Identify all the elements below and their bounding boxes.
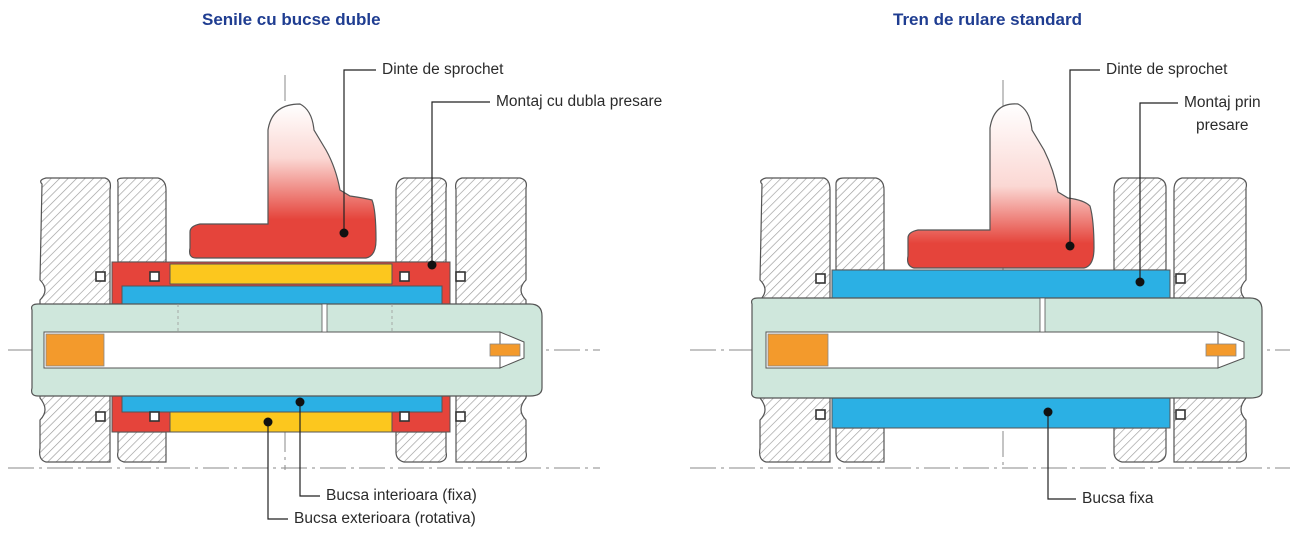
left-label-outer-bushing: Bucsa exterioara (rotativa) xyxy=(294,510,476,527)
right-inner-link-left-bottom xyxy=(835,427,885,463)
right-inner-link-left xyxy=(835,177,885,271)
left-leader-lines xyxy=(267,69,490,520)
left-inner-link-right xyxy=(395,177,447,263)
left-leader-dots xyxy=(263,228,437,427)
left-drawing xyxy=(8,69,600,520)
left-inner-bushing-top xyxy=(121,285,443,305)
left-outer-bushing-bottom xyxy=(169,411,393,433)
left-inner-link-right-bottom xyxy=(395,431,447,463)
right-drawing xyxy=(690,69,1290,500)
right-seals xyxy=(815,273,1186,420)
left-label-inner-bushing: Bucsa interioara (fixa) xyxy=(326,487,477,504)
right-leader-lines xyxy=(1047,69,1178,500)
left-inner-bushing-bottom xyxy=(121,393,443,413)
left-outer-bushing-top xyxy=(169,263,393,285)
left-label-double-press-fit: Montaj cu dubla presare xyxy=(496,93,663,110)
left-label-sprocket-tooth: Dinte de sprochet xyxy=(382,61,504,78)
left-seals xyxy=(95,271,466,422)
left-inner-link-left-bottom xyxy=(117,431,167,463)
left-orange-plug xyxy=(45,333,105,367)
right-leader-dots xyxy=(1043,241,1145,417)
right-label-press-fit-line2: presare xyxy=(1196,117,1249,134)
left-inner-link-left xyxy=(117,177,167,263)
right-orange-plug xyxy=(767,333,829,367)
right-fixed-bushing-top xyxy=(831,269,1171,299)
right-sprocket-tooth xyxy=(907,103,1095,269)
right-pin-bore xyxy=(765,331,1219,369)
left-diagram-title: Senile cu bucse duble xyxy=(202,10,381,29)
left-grease-fitting xyxy=(489,343,521,357)
right-fixed-bushing-bottom xyxy=(831,397,1171,429)
right-label-fixed-bushing: Bucsa fixa xyxy=(1082,490,1154,507)
right-grease-fitting xyxy=(1205,343,1237,357)
left-sprocket-tooth xyxy=(189,103,377,259)
right-label-sprocket-tooth: Dinte de sprochet xyxy=(1106,61,1228,78)
left-pin-bore xyxy=(43,331,501,369)
right-label-press-fit-line1: Montaj prin xyxy=(1184,94,1261,111)
right-diagram-title: Tren de rulare standard xyxy=(893,10,1082,29)
right-inner-link-right-bottom xyxy=(1113,427,1167,463)
